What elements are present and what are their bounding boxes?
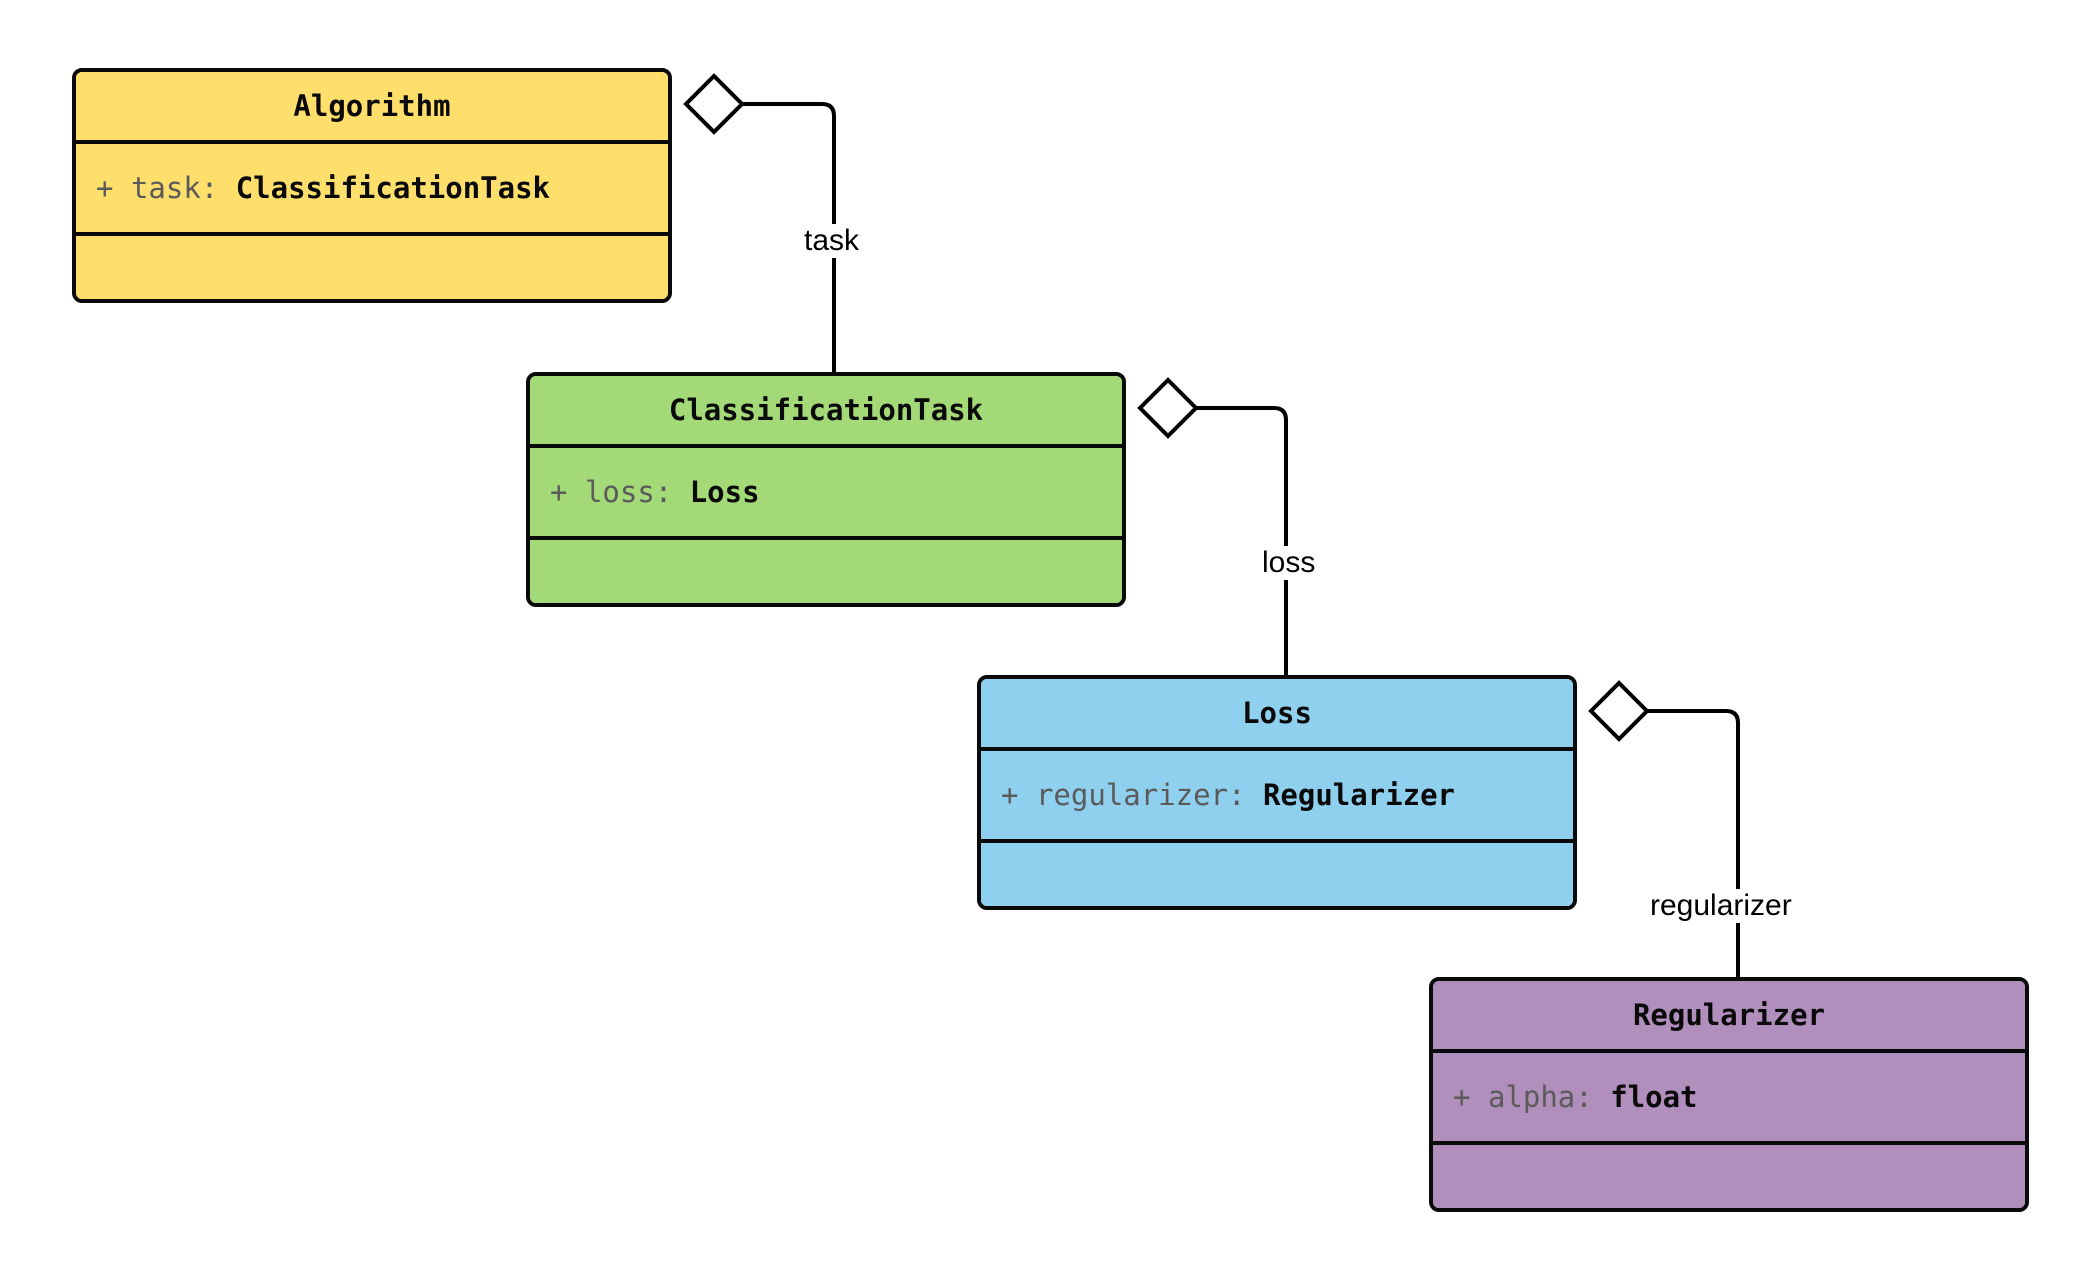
- attribute-name: task: [130, 170, 201, 205]
- edge-label-classificationtask-loss: loss: [1258, 546, 1320, 580]
- edge-label-loss-regularizer: regularizer: [1646, 889, 1796, 923]
- edge-label-algorithm-task: task: [800, 224, 864, 258]
- class-title-regularizer: Regularizer: [1433, 981, 2025, 1053]
- attribute-separator: :: [1575, 1079, 1593, 1114]
- class-title-classificationtask: ClassificationTask: [530, 376, 1122, 448]
- edge-line-loss-regularizer: [1647, 709, 1740, 977]
- aggregation-diamond-classificationtask-loss: [1137, 377, 1199, 439]
- edge-line-classificationtask-loss: [1196, 406, 1288, 675]
- attribute-visibility: +: [1001, 777, 1019, 812]
- class-methods-algorithm: [76, 236, 668, 299]
- class-box-loss[interactable]: Loss + regularizer: Regularizer: [977, 675, 1577, 910]
- attribute-visibility: +: [550, 474, 568, 509]
- attribute-separator: :: [200, 170, 219, 205]
- aggregation-diamond-loss-regularizer: [1588, 680, 1650, 742]
- class-title-loss: Loss: [981, 679, 1573, 751]
- class-methods-classificationtask: [530, 540, 1122, 603]
- class-attributes-algorithm: + task: ClassificationTask: [76, 144, 668, 236]
- class-attributes-regularizer: + alpha: float: [1433, 1053, 2025, 1145]
- attribute-type: float: [1610, 1079, 1698, 1114]
- attribute-separator: :: [654, 474, 673, 509]
- attribute-row: + alpha: float: [1453, 1079, 2025, 1115]
- edge-line-algorithm-task: [742, 102, 836, 372]
- class-attributes-classificationtask: + loss: Loss: [530, 448, 1122, 540]
- attribute-name: alpha: [1487, 1079, 1576, 1114]
- aggregation-diamond-algorithm-task: [683, 73, 745, 135]
- class-methods-regularizer: [1433, 1145, 2025, 1208]
- attribute-visibility: +: [96, 170, 114, 205]
- attribute-row: + task: ClassificationTask: [96, 170, 668, 206]
- attribute-type: ClassificationTask: [235, 170, 550, 205]
- class-attributes-loss: + regularizer: Regularizer: [981, 751, 1573, 843]
- attribute-row: + loss: Loss: [550, 474, 1122, 510]
- class-title-algorithm: Algorithm: [76, 72, 668, 144]
- attribute-separator: :: [1228, 777, 1246, 812]
- class-box-algorithm[interactable]: Algorithm + task: ClassificationTask: [72, 68, 672, 303]
- class-methods-loss: [981, 843, 1573, 906]
- attribute-row: + regularizer: Regularizer: [1001, 777, 1573, 813]
- class-box-classificationtask[interactable]: ClassificationTask + loss: Loss: [526, 372, 1126, 607]
- attribute-name: loss: [584, 474, 655, 509]
- attribute-type: Regularizer: [1262, 777, 1455, 812]
- attribute-name: regularizer: [1035, 777, 1228, 812]
- attribute-visibility: +: [1453, 1079, 1471, 1114]
- attribute-type: Loss: [689, 474, 760, 509]
- class-box-regularizer[interactable]: Regularizer + alpha: float: [1429, 977, 2029, 1212]
